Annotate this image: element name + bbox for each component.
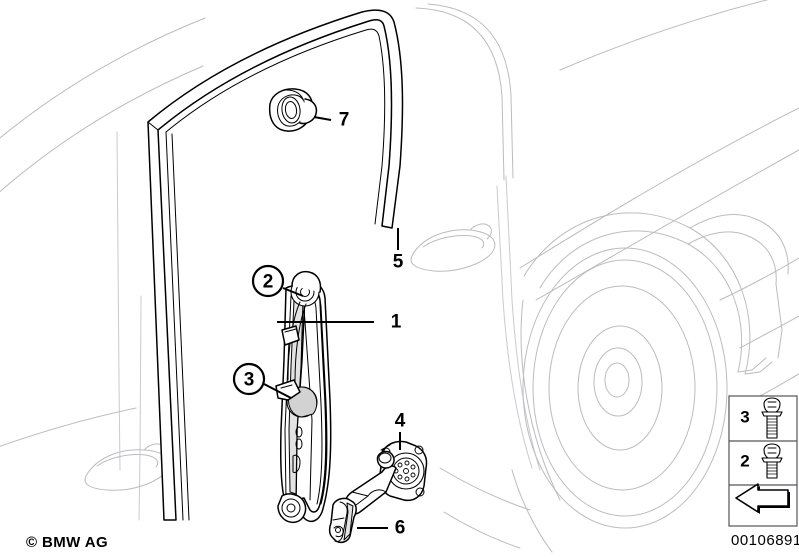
legend-direction-arrow — [735, 483, 790, 514]
callout-3[interactable]: 3 — [232, 362, 292, 399]
hex-flange-bolt-long-icon — [761, 397, 783, 439]
part-retaining-clip — [328, 497, 357, 544]
callout-7[interactable]: 7 — [313, 110, 350, 131]
legend-box: 3 2 — [728, 395, 798, 527]
callout-2-label: 2 — [263, 272, 274, 293]
legend-row-2[interactable]: 2 — [740, 443, 783, 479]
drawing-number: 00106891 — [731, 532, 799, 549]
part-rubber-grommet — [268, 88, 318, 132]
callout-5[interactable]: 5 — [393, 228, 404, 273]
callout-7-label: 7 — [339, 110, 350, 131]
legend-row-3[interactable]: 3 — [740, 397, 783, 439]
part-window-guide-seal — [147, 9, 404, 521]
copyright-notice: © BMW AG — [26, 534, 109, 551]
part-window-lifter-motor — [344, 440, 428, 515]
callout-5-label: 5 — [393, 252, 404, 273]
callout-4-label: 4 — [395, 411, 406, 432]
callout-6-label: 6 — [395, 518, 406, 539]
part-window-lifter-rail — [275, 270, 332, 524]
block-arrow-left-icon — [735, 483, 789, 513]
rear-door-handle-ghost — [410, 223, 496, 272]
callout-1-label: 1 — [391, 312, 402, 333]
rear-wheel-ghost — [522, 247, 728, 529]
callout-1[interactable]: 1 — [277, 312, 402, 333]
callout-2-circle — [251, 264, 285, 298]
lifter-drive-drum — [275, 379, 318, 418]
callout-6[interactable]: 6 — [357, 518, 405, 539]
callout-2[interactable]: 2 — [251, 264, 304, 298]
callout-layer: 1 2 3 4 5 6 7 — [232, 110, 406, 539]
legend-row-3-label: 3 — [740, 408, 749, 427]
callout-3-label: 3 — [244, 370, 255, 391]
hex-flange-bolt-short-icon — [761, 443, 783, 479]
callout-4[interactable]: 4 — [395, 411, 406, 451]
legend-row-2-label: 2 — [740, 452, 749, 471]
callout-3-circle — [232, 362, 266, 396]
